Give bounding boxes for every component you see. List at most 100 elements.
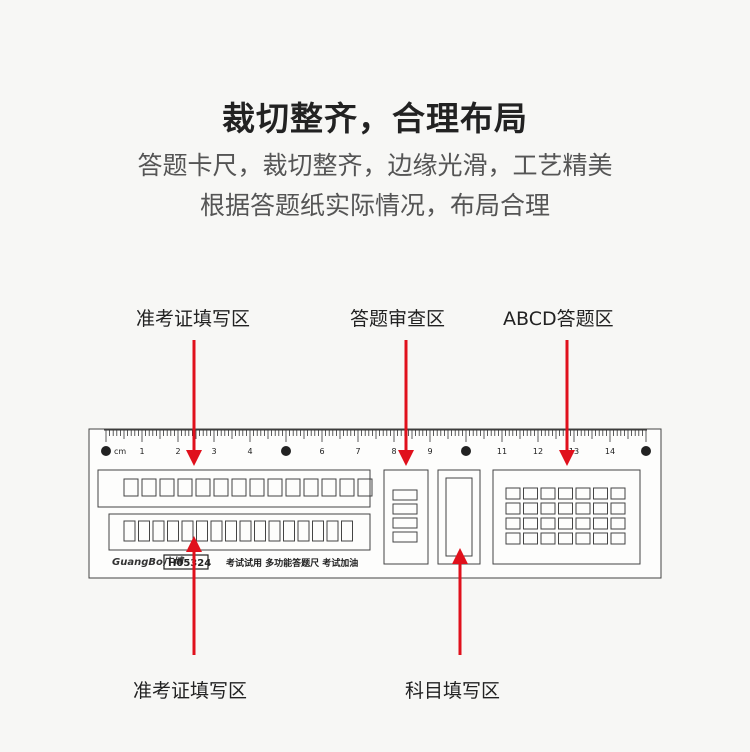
ruler-number: 9	[427, 447, 432, 456]
id-digit-box	[254, 520, 266, 542]
id-digit-box	[339, 478, 355, 497]
abcd-answer-box	[540, 502, 556, 515]
abcd-answer-box	[558, 532, 573, 545]
abcd-answer-box	[523, 532, 538, 545]
abcd-answer-box	[540, 487, 556, 500]
arrow-id-bottom-head	[186, 536, 202, 552]
id-fill-strip-bottom	[108, 513, 371, 551]
ruler-number: 4	[247, 447, 252, 456]
ruler-number-marker	[281, 446, 291, 456]
abcd-answer-box	[540, 517, 556, 530]
label-id-fill-area-top: 准考证填写区	[136, 308, 251, 330]
abcd-answer-box	[610, 502, 626, 515]
label-abcd-answer-area: ABCD答题区	[503, 308, 614, 330]
abcd-answer-box	[523, 502, 538, 515]
ruler-number: 10	[461, 447, 471, 456]
abcd-answer-box	[505, 502, 521, 515]
abcd-answer-box	[505, 487, 521, 500]
ruler-number-marker	[461, 446, 471, 456]
ruler-number: 8	[391, 447, 396, 456]
ruler-number: 0	[103, 447, 108, 456]
abcd-answer-box	[558, 517, 573, 530]
id-digit-box	[303, 478, 319, 497]
arrow-subject-head	[452, 548, 468, 564]
abcd-answer-box	[523, 517, 538, 530]
abcd-answer-box	[610, 487, 626, 500]
id-digit-box	[210, 520, 223, 542]
abcd-answer-box	[593, 517, 608, 530]
id-digit-box	[268, 520, 281, 542]
id-digit-box	[285, 478, 301, 497]
abcd-answer-box	[505, 517, 521, 530]
ruler-number: 11	[497, 447, 507, 456]
abcd-answer-box	[558, 487, 573, 500]
subtitle-line-2: 根据答题纸实际情况，布局合理	[199, 191, 550, 220]
abcd-answer-box	[593, 502, 608, 515]
ruler-ticks	[105, 430, 647, 442]
abcd-answer-box	[540, 532, 556, 545]
id-digit-box	[341, 520, 353, 542]
ruler-number: 3	[211, 447, 216, 456]
label-answer-check-area: 答题审查区	[350, 308, 446, 330]
id-digit-box	[177, 478, 193, 497]
id-digit-box	[167, 520, 179, 542]
id-digit-box	[141, 478, 157, 497]
abcd-answer-box	[505, 532, 521, 545]
ruler-number: 6	[319, 447, 324, 456]
id-digit-box	[196, 520, 208, 542]
id-digit-box	[321, 478, 337, 497]
model-number: H05324	[168, 558, 211, 569]
id-digit-box	[283, 520, 295, 542]
ruler-number: 7	[355, 447, 360, 456]
abcd-answer-box	[593, 532, 608, 545]
arrow-check-head	[398, 450, 414, 466]
abcd-area-frame	[492, 469, 641, 565]
id-digit-box	[267, 478, 283, 497]
id-digit-box	[326, 520, 339, 542]
model-badge	[163, 554, 209, 570]
abcd-answer-box	[523, 487, 538, 500]
ruler-number: 5	[283, 447, 288, 456]
ruler-number-marker	[641, 446, 651, 456]
check-box	[392, 517, 418, 529]
abcd-answer-grid	[505, 487, 626, 545]
ruler-unit: cm	[114, 447, 126, 456]
subtitle-line-1: 答题卡尺，裁切整齐，边缘光滑，工艺精美	[137, 151, 613, 180]
ruler-number-marker	[101, 446, 111, 456]
ruler-number: 12	[533, 447, 543, 456]
check-box	[392, 489, 418, 501]
id-digit-box	[249, 478, 265, 497]
id-digit-box	[213, 478, 229, 497]
ruler-slogan: 考试试用 多功能答题尺 考试加油	[226, 557, 358, 569]
abcd-answer-box	[558, 502, 573, 515]
arrow-id-top-head	[186, 450, 202, 466]
id-digit-box	[312, 520, 324, 542]
id-digit-box	[297, 520, 310, 542]
abcd-answer-box	[610, 532, 626, 545]
id-digit-box	[123, 520, 136, 542]
id-boxes-row-bottom	[123, 520, 353, 542]
abcd-answer-box	[593, 487, 608, 500]
ruler-number: 2	[175, 447, 180, 456]
abcd-answer-box	[610, 517, 626, 530]
id-digit-box	[181, 520, 194, 542]
id-digit-box	[123, 478, 139, 497]
id-digit-box	[231, 478, 247, 497]
id-digit-box	[239, 520, 252, 542]
check-boxes	[392, 489, 418, 543]
ruler-number: 1	[139, 447, 144, 456]
id-digit-box	[152, 520, 165, 542]
id-fill-strip-top	[97, 469, 371, 508]
abcd-answer-box	[575, 532, 591, 545]
abcd-answer-box	[575, 487, 591, 500]
id-digit-box	[159, 478, 175, 497]
ruler-number: 15	[641, 447, 651, 456]
id-digit-box	[225, 520, 237, 542]
check-box	[392, 503, 418, 515]
label-id-fill-area-bottom: 准考证填写区	[133, 680, 248, 702]
pointer-arrows	[186, 340, 575, 655]
id-digit-box	[138, 520, 150, 542]
check-box	[392, 531, 418, 543]
ruler-number: 14	[605, 447, 615, 456]
